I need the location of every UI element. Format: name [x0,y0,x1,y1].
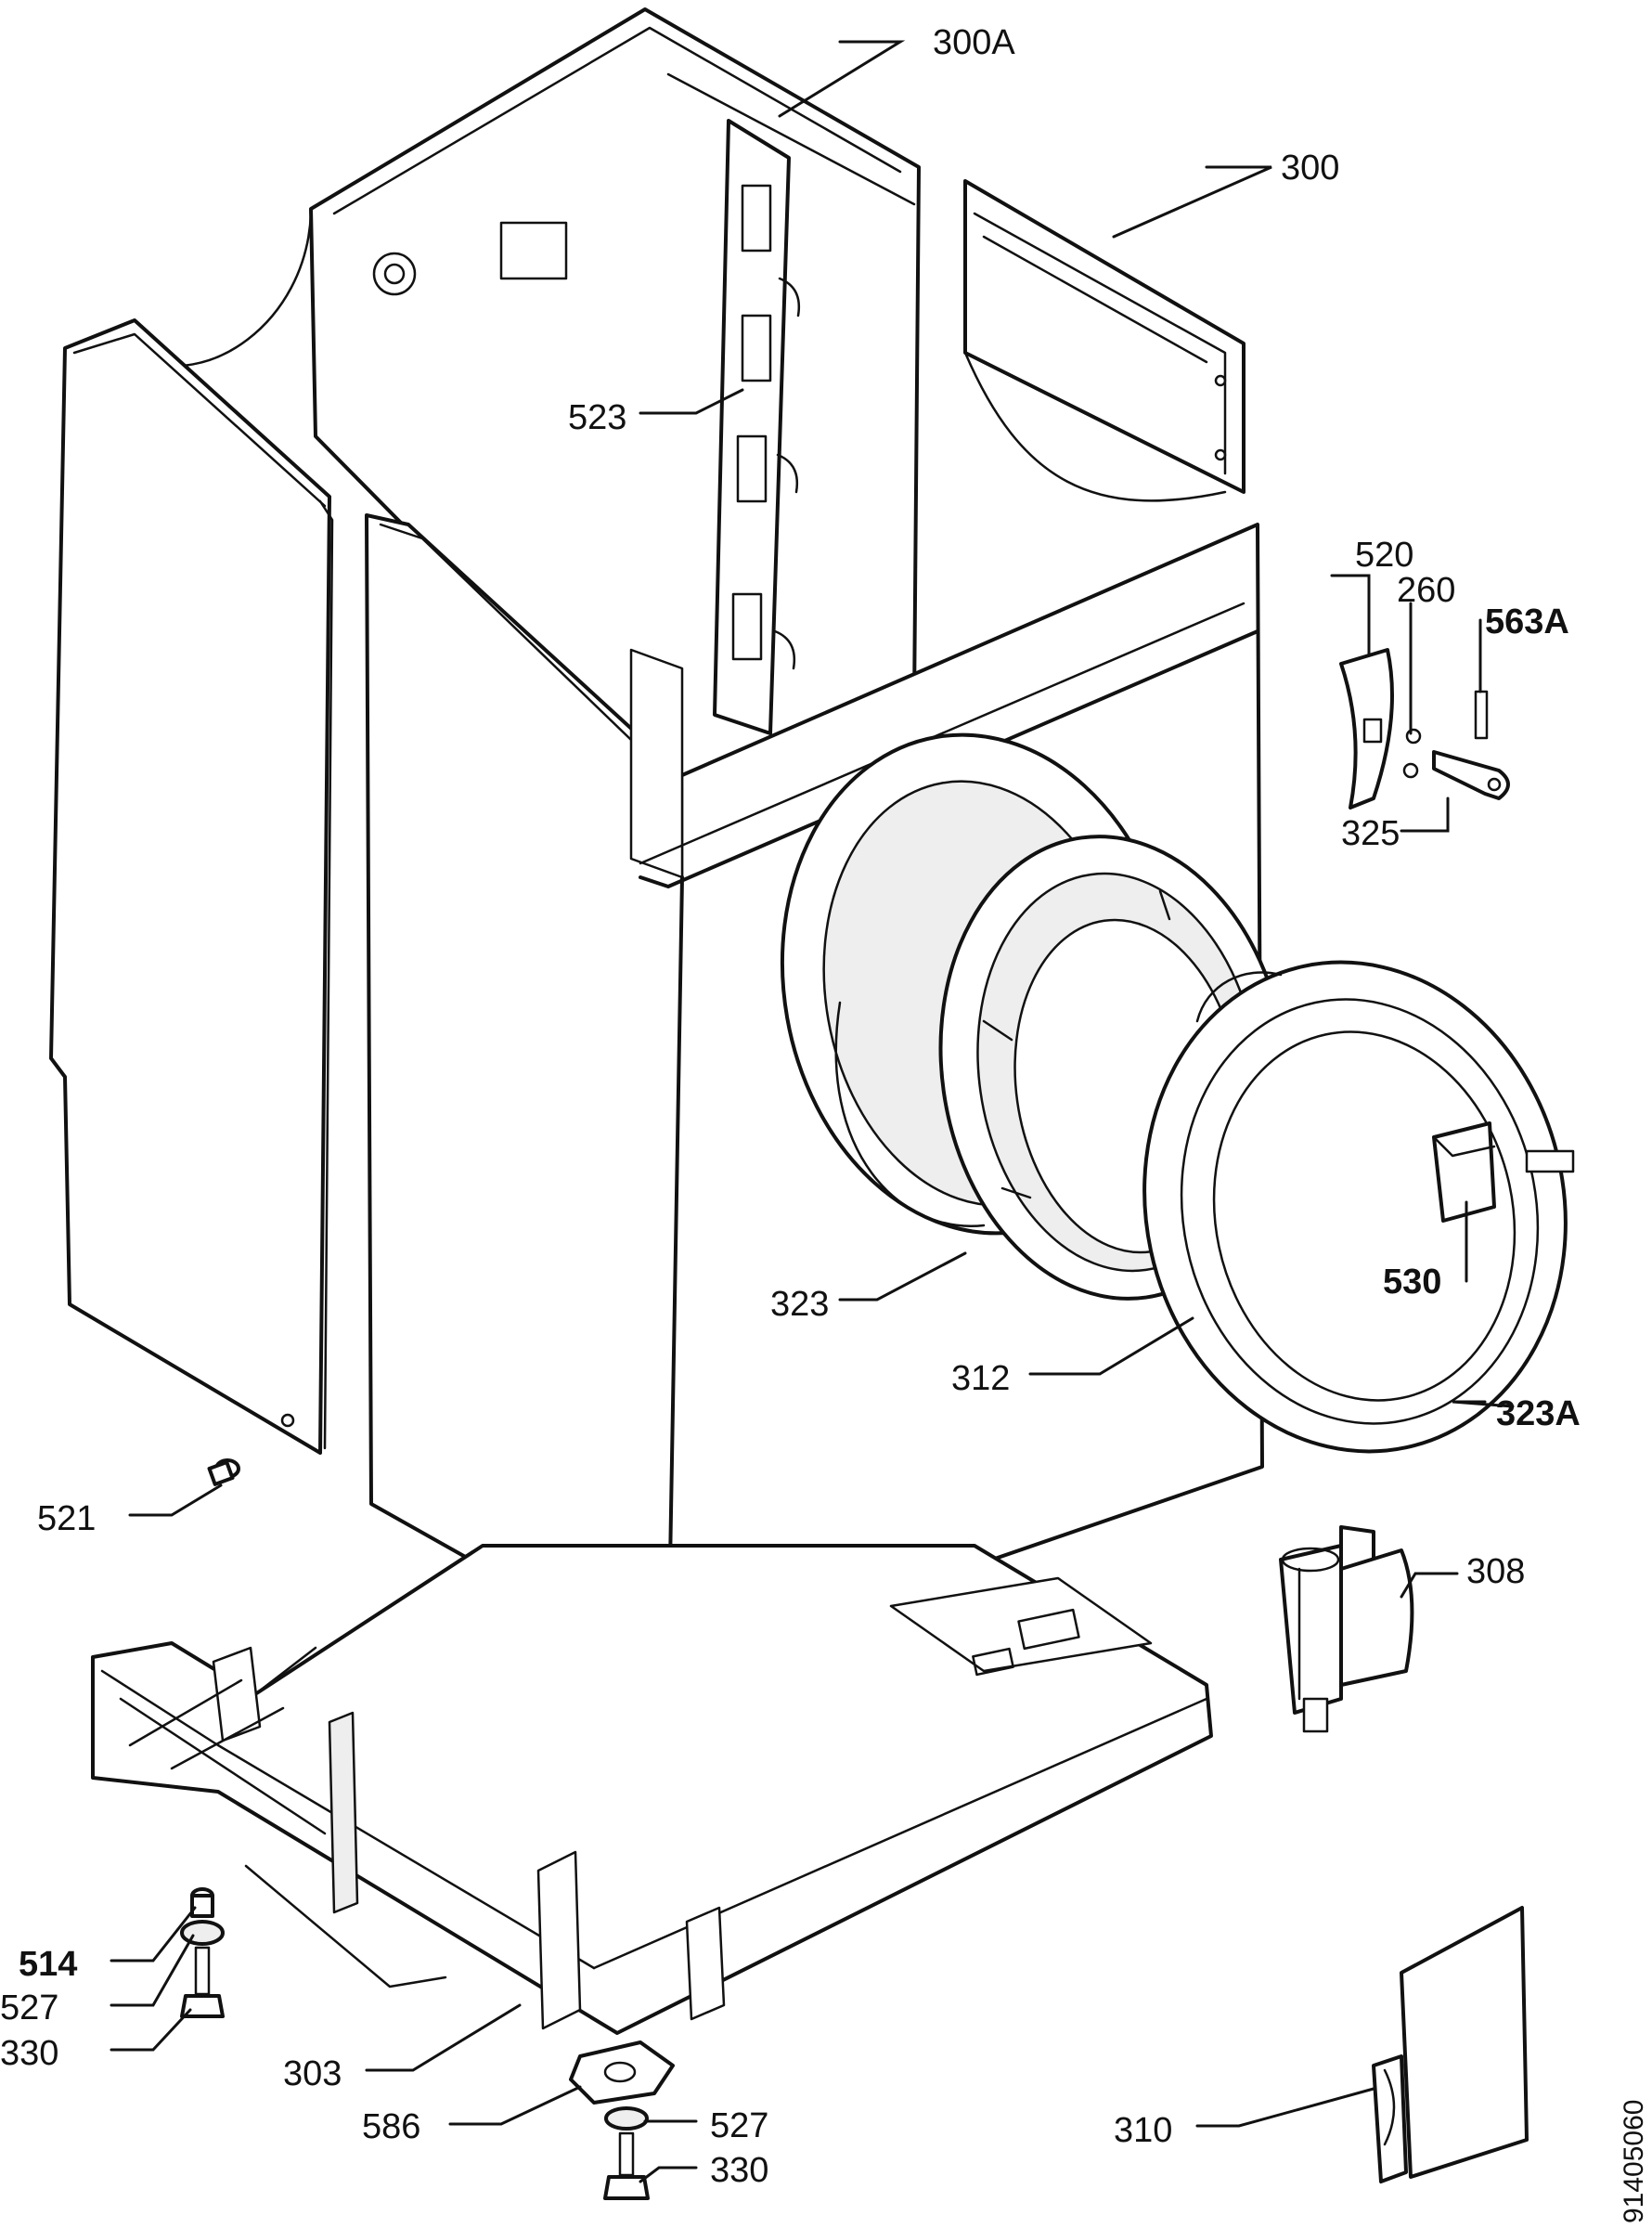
label-530: 530 [1383,1263,1441,1302]
rear-frame-strip-523 [713,119,801,735]
label-303: 303 [283,2054,342,2093]
part-labels: 300A 300 523 520 260 563A 325 323 530 31… [0,23,1581,2190]
label-563A: 563A [1485,602,1569,641]
label-323A: 323A [1496,1394,1581,1433]
cabinet-left-side-panel [49,318,334,1455]
label-523: 523 [568,398,626,437]
label-300A: 300A [933,23,1015,62]
label-521: 521 [37,1499,96,1538]
foot-bracket-586 [569,2040,675,2105]
label-330-right: 330 [710,2151,768,2190]
foot-set-right [603,2106,650,2200]
door-lock-parts [1339,648,1510,810]
leader-lines [110,40,1515,2183]
door-assembly-323A [1142,960,1568,1454]
label-312: 312 [951,1359,1010,1398]
door-handle-530 [1432,1121,1575,1223]
label-260: 260 [1397,571,1455,610]
label-527-left: 527 [0,1988,58,2027]
label-586: 586 [362,2107,420,2146]
cabinet-base-plinth-303 [91,1544,1213,2035]
cabinet-side-frame-300 [963,179,1245,502]
filter-cover-310 [1372,1906,1529,2183]
label-527-right: 527 [710,2106,768,2145]
label-325: 325 [1341,814,1400,853]
label-520: 520 [1355,536,1413,575]
door-hinge-308 [1279,1525,1414,1733]
label-310: 310 [1114,2111,1172,2150]
label-300: 300 [1281,149,1339,188]
drawing-code: 91405060 [1619,2100,1649,2223]
label-514: 514 [19,1945,77,1984]
label-308: 308 [1466,1552,1525,1591]
label-330-left: 330 [0,2034,58,2073]
screw-521 [207,1458,240,1486]
label-323: 323 [770,1285,829,1324]
foot-set-left [180,1887,225,2018]
